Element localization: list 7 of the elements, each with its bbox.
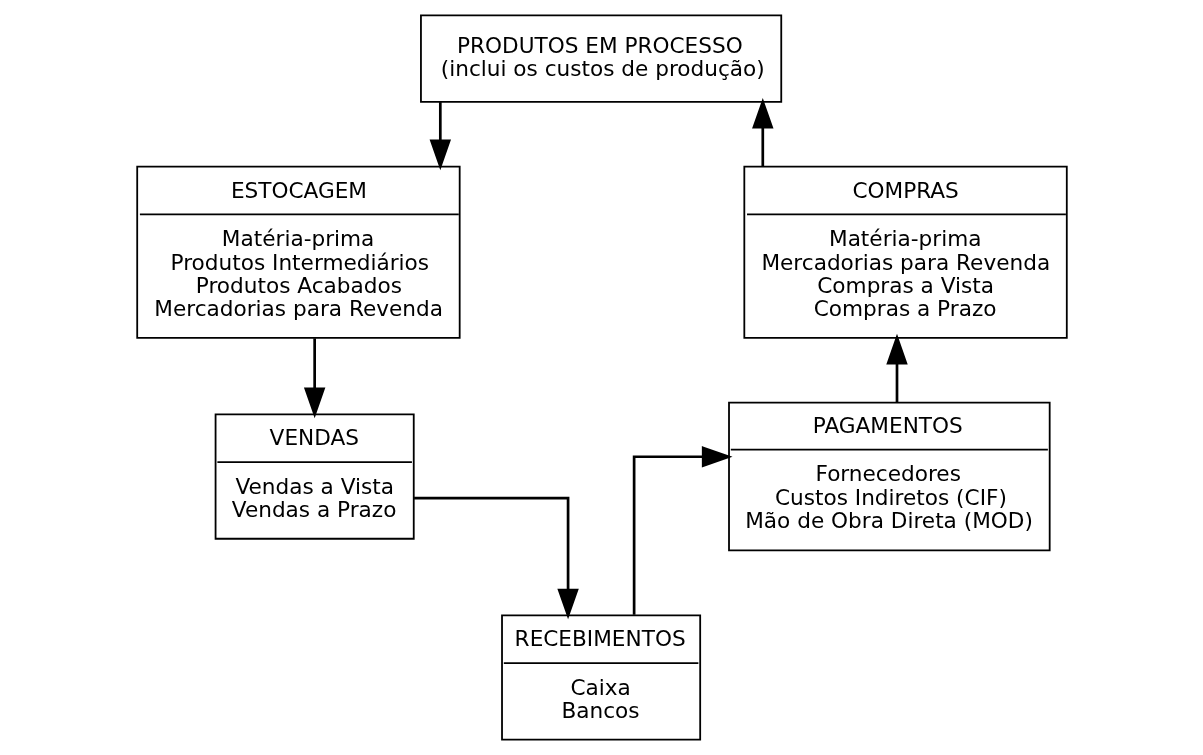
arrow (303, 338, 325, 419)
arrow (632, 446, 732, 615)
arrow (885, 333, 908, 403)
arrow (413, 496, 579, 620)
node-box: PRODUTOS EM PROCESSO (inclui os custos de produção) (419, 14, 782, 103)
arrow (751, 97, 773, 167)
arrow (429, 102, 451, 171)
